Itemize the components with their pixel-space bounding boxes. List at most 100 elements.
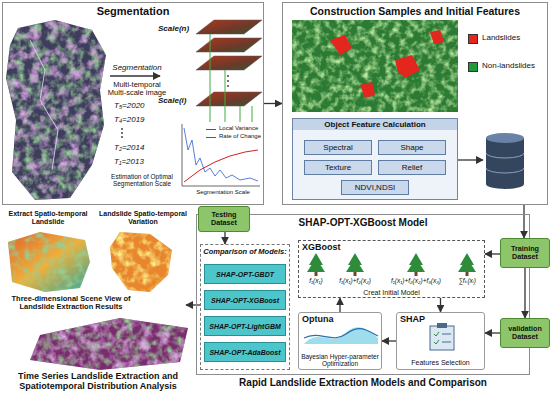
scale-layers	[196, 20, 262, 34]
arrow-label: Segmentation	[106, 63, 168, 72]
feature-box: Object Feature CalculationSpectralShapeT…	[292, 118, 458, 200]
river	[30, 40, 58, 170]
box-title: Optuna	[302, 314, 381, 324]
clipboard-icon	[430, 323, 454, 350]
tree-ensemble	[415, 272, 418, 276]
ellipsis-dots	[121, 136, 123, 138]
connector	[382, 340, 396, 341]
box-title: SHAP	[400, 314, 484, 324]
model-entry: SHAP-OPT-AdaBoost	[204, 342, 286, 362]
landslide-map	[8, 232, 90, 292]
figure-label: Landslide Spatio-temporal Variation	[96, 210, 190, 225]
node-text: SHAP-OPT-AdaBoost	[209, 349, 280, 356]
connector	[264, 103, 282, 104]
clipboard-icon	[434, 332, 439, 344]
sample-map	[330, 30, 444, 98]
node-text: SHAP-OPT-XGBoost	[211, 297, 279, 304]
scale-markers	[210, 34, 211, 122]
scale-markers	[252, 106, 253, 122]
legend-swatch	[468, 62, 478, 72]
box-note: Bayesian Hyper-parameter Optimization	[299, 353, 381, 369]
connector	[440, 298, 441, 312]
variation-map	[110, 232, 172, 292]
note: Multi-temporal Multi-scale image	[104, 81, 170, 98]
optimization-wave	[304, 327, 378, 344]
formula: ∑fₖ(xᵢ)	[458, 277, 476, 285]
legend-swatch	[468, 34, 478, 44]
3d-scene	[30, 318, 188, 370]
optimization-wave	[304, 327, 378, 344]
sample-map	[292, 20, 458, 112]
3d-scene	[30, 318, 188, 370]
time-label: T₁=2013	[114, 157, 144, 166]
landslide-map	[8, 232, 90, 292]
sample-map	[430, 30, 444, 44]
sample-map	[292, 20, 458, 112]
panel: Construction Samples and Initial Feature…	[282, 2, 548, 205]
process-box: OptunaBayesian Hyper-parameter Optimizat…	[298, 312, 382, 370]
database-icon	[486, 133, 524, 189]
process-box: SHAP Features Selection	[396, 312, 485, 370]
node-text: Relief	[402, 163, 422, 172]
3d-scene	[30, 318, 188, 370]
box-note: Creat Initial Model	[299, 289, 484, 296]
model-box: XGBoostf₁(x₁)f₁(x₁)+f₂(x₂)f₁(x₁)+f₂(x₂)+…	[298, 240, 485, 298]
feature-cell: Shape	[378, 140, 446, 155]
scale-layers	[196, 20, 262, 106]
node-text: Texture	[325, 163, 351, 172]
scale-chart	[184, 150, 258, 182]
node-text: Testing Dataset	[199, 211, 249, 226]
dataset-box: Testing Dataset	[198, 206, 250, 232]
satellite-image	[6, 20, 106, 200]
satellite-image	[6, 20, 106, 200]
feature-cell: Relief	[378, 160, 446, 175]
connector	[339, 298, 340, 312]
node-text: NDVI,NDSI	[355, 183, 395, 192]
database-icon	[486, 138, 524, 184]
figure-label: Three-dimensional Scene View of Landslid…	[4, 295, 138, 312]
scale-markers	[210, 34, 252, 122]
scale-layers	[196, 92, 262, 106]
time-label: T₂=2014	[114, 143, 144, 152]
box-title: Comparison of Models:	[201, 247, 289, 256]
ellipsis-dots	[227, 75, 229, 77]
node-text: validation Dataset	[501, 325, 549, 340]
legend-label: Non-landslides	[482, 61, 535, 70]
ellipsis-dots	[121, 128, 123, 130]
scale-markers	[240, 106, 241, 122]
variation-map	[110, 232, 172, 292]
ellipsis-dots	[121, 132, 123, 134]
3d-scene	[30, 318, 188, 370]
optimization-wave	[304, 329, 378, 338]
feature-cell: Texture	[304, 160, 372, 175]
box-note: Features Selection	[397, 359, 484, 369]
legend-label: Local Variance	[219, 125, 258, 131]
legend-line-sample	[206, 129, 216, 130]
formula: f₁(x₁)+f₂(x₂)	[339, 277, 371, 284]
formula: f₁(x₁)	[309, 277, 323, 284]
connector	[485, 332, 500, 333]
tree-ensemble	[466, 272, 469, 276]
comparison-box: Comparison of Models: SHAP-OPT-GBDT SHAP-O…	[200, 244, 290, 370]
variation-map	[110, 232, 172, 292]
tree-ensemble	[315, 272, 318, 276]
dataset-box: validation Dataset	[500, 318, 550, 348]
model-entry: SHAP-OPT-GBDT	[204, 264, 286, 284]
clipboard-icon	[442, 334, 451, 342]
scale-label: Scale(n)	[158, 24, 189, 33]
connector	[524, 268, 525, 318]
model-entry: SHAP-OPT-LightGBM	[204, 316, 286, 336]
tree-ensemble	[460, 253, 474, 265]
ellipsis-dots	[227, 80, 229, 82]
sample-map	[360, 82, 375, 98]
scale-markers	[225, 70, 226, 122]
satellite-texture	[6, 20, 106, 200]
box-title: XGBoost	[302, 242, 484, 252]
landslide-map	[8, 232, 90, 292]
model-entry: SHAP-OPT-XGBoost	[204, 290, 286, 310]
legend-line-sample	[206, 137, 216, 138]
scale-layers	[196, 56, 262, 70]
database-icon	[486, 179, 524, 189]
figure-label: Extract Spatio-temporal Landslide	[2, 210, 94, 225]
node-text: Training Dataset	[501, 245, 549, 260]
